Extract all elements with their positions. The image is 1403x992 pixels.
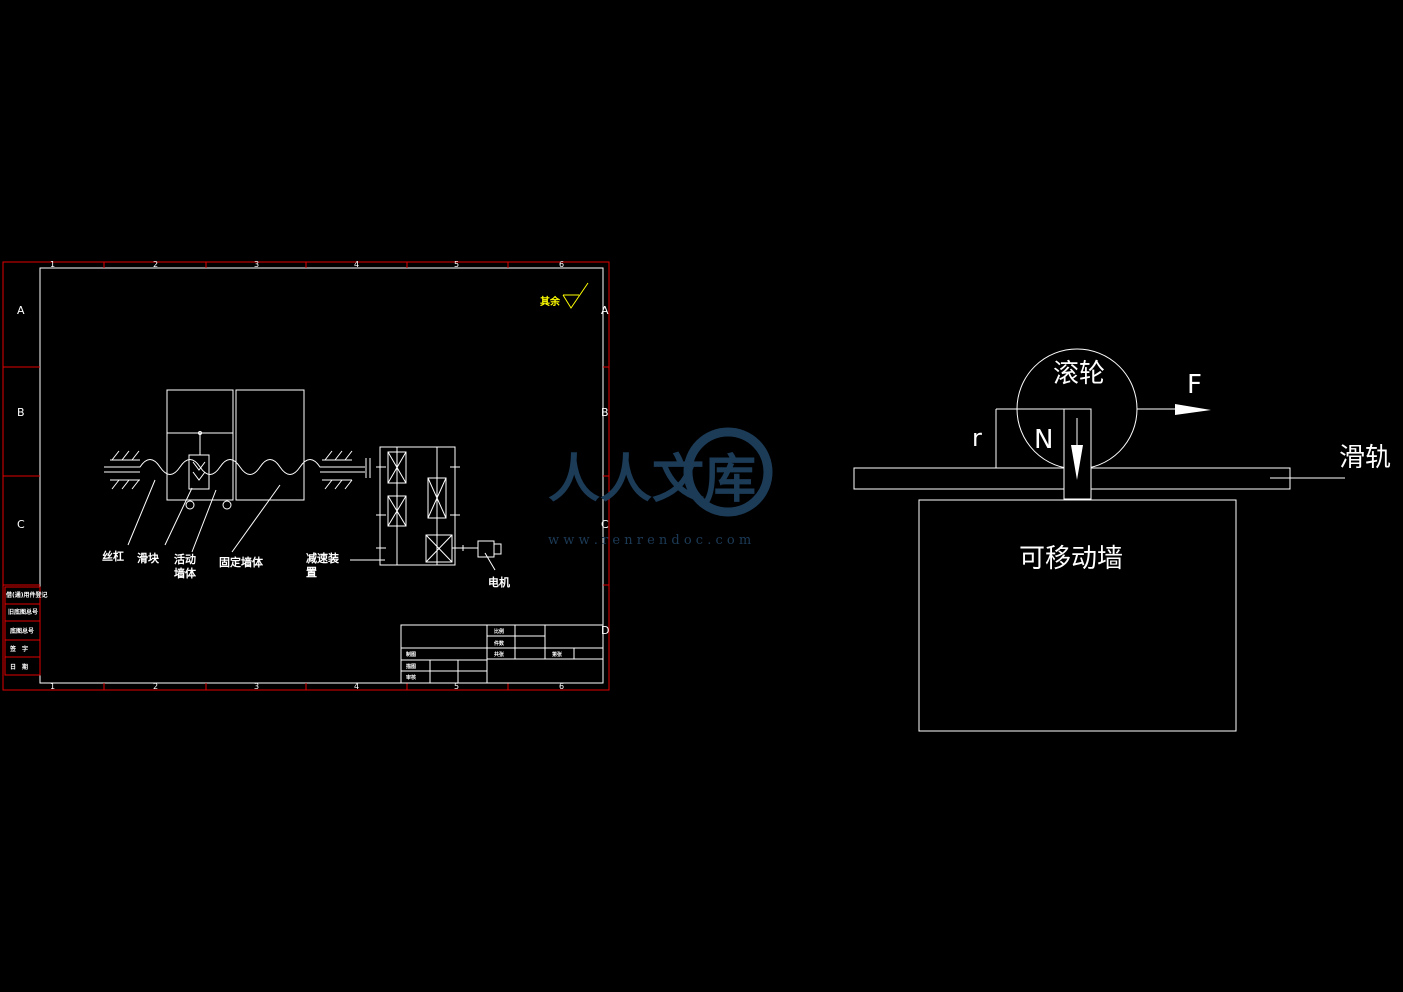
- label-screw: 丝杠: [102, 549, 124, 563]
- label-radius: r: [972, 424, 982, 452]
- screw-shaft: [104, 459, 365, 475]
- label-movable-wall-2: 墙体: [174, 566, 197, 580]
- reducer-gearbox: [376, 446, 460, 566]
- slider-block: [188, 454, 210, 490]
- surface-note: 其余: [540, 295, 561, 308]
- title-block-text: 比例 件数 共张 第张 制图 描图 审核: [405, 628, 563, 681]
- grid-ticks: [3, 262, 609, 690]
- grid-row-b-right: B: [601, 406, 609, 419]
- tb-sheet: 第张: [552, 651, 563, 658]
- tb-count: 件数: [494, 640, 505, 647]
- movable-wall-body: [166, 389, 234, 501]
- strip-text-2: 旧底图总号: [8, 608, 38, 616]
- grid-row-a-right: A: [601, 304, 609, 317]
- title-block: [400, 624, 604, 684]
- label-rail: 滑轨: [1339, 443, 1391, 473]
- motor: [452, 540, 502, 558]
- strip-text-3: 底图总号: [10, 627, 34, 635]
- strip-text-5: 日 期: [10, 663, 28, 671]
- tb-trace: 描图: [405, 663, 416, 670]
- grid-row-labels: A B C A B C D: [17, 304, 609, 637]
- label-fixed-wall: 固定墙体: [219, 555, 264, 569]
- grid-col-3-bottom: 3: [254, 682, 259, 691]
- grid-col-2: 2: [153, 260, 158, 269]
- grid-col-1: 1: [50, 260, 55, 269]
- tb-total: 共张: [494, 651, 505, 658]
- grid-row-d-right: D: [601, 624, 609, 637]
- wheel-left: [185, 500, 195, 510]
- label-slider: 滑块: [137, 551, 160, 565]
- strip-text-1: 借(通)用件登记: [5, 591, 48, 599]
- wheel-right: [222, 500, 232, 510]
- radius-dimension: [995, 408, 1064, 468]
- grid-col-5: 5: [454, 260, 459, 269]
- label-movable-wall-1: 活动: [174, 552, 196, 566]
- grid-col-1-bottom: 1: [50, 682, 55, 691]
- grid-row-c: C: [17, 518, 25, 531]
- left-filing-strip: 借(通)用件登记 旧底图总号 底图总号 签 字 日 期: [4, 586, 48, 676]
- grid-col-4-bottom: 4: [354, 682, 359, 691]
- tb-drawn: 制图: [406, 651, 416, 658]
- wall-blocks: [166, 389, 305, 510]
- grid-col-labels: 1 2 3 4 5 6 1 2 3 4 5 6: [50, 260, 564, 691]
- grid-row-a: A: [17, 304, 25, 317]
- force-diagram: 滚轮 F N r 滑轨 可移动墙: [853, 348, 1391, 732]
- bearing-supports: [110, 450, 353, 490]
- label-motor: 电机: [488, 575, 510, 589]
- grid-col-2-bottom: 2: [153, 682, 158, 691]
- label-force: F: [1187, 370, 1202, 400]
- sheet-inner-border: [39, 267, 604, 684]
- label-normal: N: [1034, 425, 1053, 455]
- grid-col-3: 3: [254, 260, 259, 269]
- surface-finish-icon: [562, 282, 589, 309]
- coupling: [365, 458, 371, 478]
- label-reducer-2: 置: [306, 566, 317, 579]
- grid-col-6-bottom: 6: [559, 682, 564, 691]
- grid-col-6: 6: [559, 260, 564, 269]
- drawing-sheet-left: 1 2 3 4 5 6 1 2 3 4 5 6 A B C A B C D 其余: [2, 260, 610, 691]
- label-reducer-1: 减速装: [306, 551, 339, 565]
- watermark-url: w w w . r e n r e n d o c . c o m: [548, 533, 751, 548]
- grid-col-4: 4: [354, 260, 359, 269]
- force-arrow-head-icon: [1175, 404, 1211, 415]
- watermark-text: 人人文库: [548, 449, 756, 510]
- movable-wall-box: [918, 499, 1237, 732]
- normal-arrow-head-icon: [1071, 445, 1083, 480]
- fixed-wall-body: [235, 389, 305, 501]
- label-wall: 可移动墙: [1019, 544, 1123, 574]
- watermark-logo-icon: [683, 427, 773, 517]
- tb-check: 审核: [406, 674, 416, 681]
- grid-row-c-right: C: [601, 518, 609, 531]
- leader-lines: [127, 479, 496, 571]
- sheet-outer-border: [2, 261, 610, 691]
- label-roller: 滚轮: [1053, 359, 1105, 389]
- tb-scale: 比例: [494, 628, 504, 635]
- watermark: 人人文库 w w w . r e n r e n d o c . c o m: [548, 427, 773, 548]
- strip-text-4: 签 字: [9, 645, 28, 653]
- grid-row-b: B: [17, 406, 25, 419]
- grid-col-5-bottom: 5: [454, 682, 459, 691]
